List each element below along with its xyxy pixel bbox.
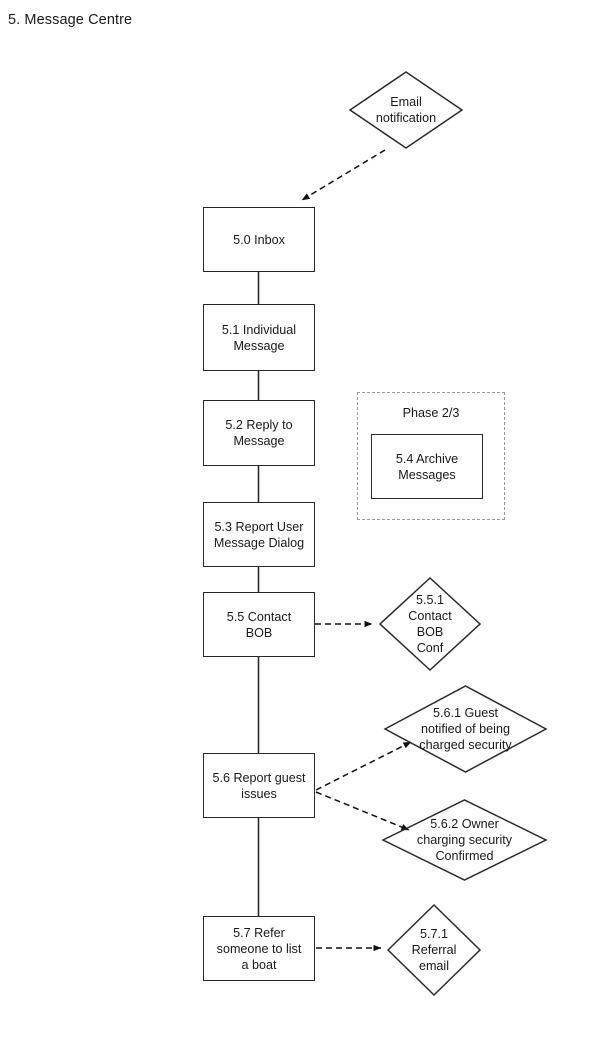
decision-5-5-1[interactable] [378, 576, 482, 672]
decision-5-7-1[interactable] [386, 903, 482, 997]
process-5-2-reply-to-message[interactable]: 5.2 Reply to Message [203, 400, 315, 466]
decision-5-6-1[interactable] [383, 685, 548, 773]
process-5-3-report-user-message-dialog[interactable]: 5.3 Report User Message Dialog [203, 502, 315, 567]
process-label: 5.4 Archive Messages [395, 451, 459, 482]
process-label: 5.3 Report User Message Dialog [213, 519, 305, 550]
process-5-6-report-guest-issues[interactable]: 5.6 Report guest issues [203, 753, 315, 818]
page-title: 5. Message Centre [8, 12, 133, 28]
decision-email-notification[interactable] [348, 71, 464, 149]
process-label: 5.5 Contact BOB [226, 609, 292, 640]
process-5-5-contact-bob[interactable]: 5.5 Contact BOB [203, 592, 315, 657]
process-label: 5.2 Reply to Message [225, 418, 293, 448]
process-label: 5.0 Inbox [233, 232, 285, 247]
edge-5-6-to-5-6-1 [315, 741, 412, 791]
process-5-0-inbox[interactable]: 5.0 Inbox [203, 207, 315, 272]
process-5-4-archive-messages[interactable]: 5.4 Archive Messages [371, 434, 483, 499]
process-5-1-individual-message[interactable]: 5.1 Individual Message [203, 304, 315, 371]
process-label: 5.1 Individual Message [221, 322, 297, 353]
process-label: 5.7 Refer someone to list a boat [216, 925, 302, 972]
phase-group-label: Phase 2/3 [402, 406, 460, 420]
edge-email-notification-to-5-0 [301, 149, 386, 201]
edge-5-6-to-5-6-2 [315, 791, 410, 831]
process-5-7-refer-someone-to-list-a-boat[interactable]: 5.7 Refer someone to list a boat [203, 916, 315, 981]
decision-5-6-2[interactable] [381, 799, 548, 881]
process-label: 5.6 Report guest issues [212, 770, 306, 801]
